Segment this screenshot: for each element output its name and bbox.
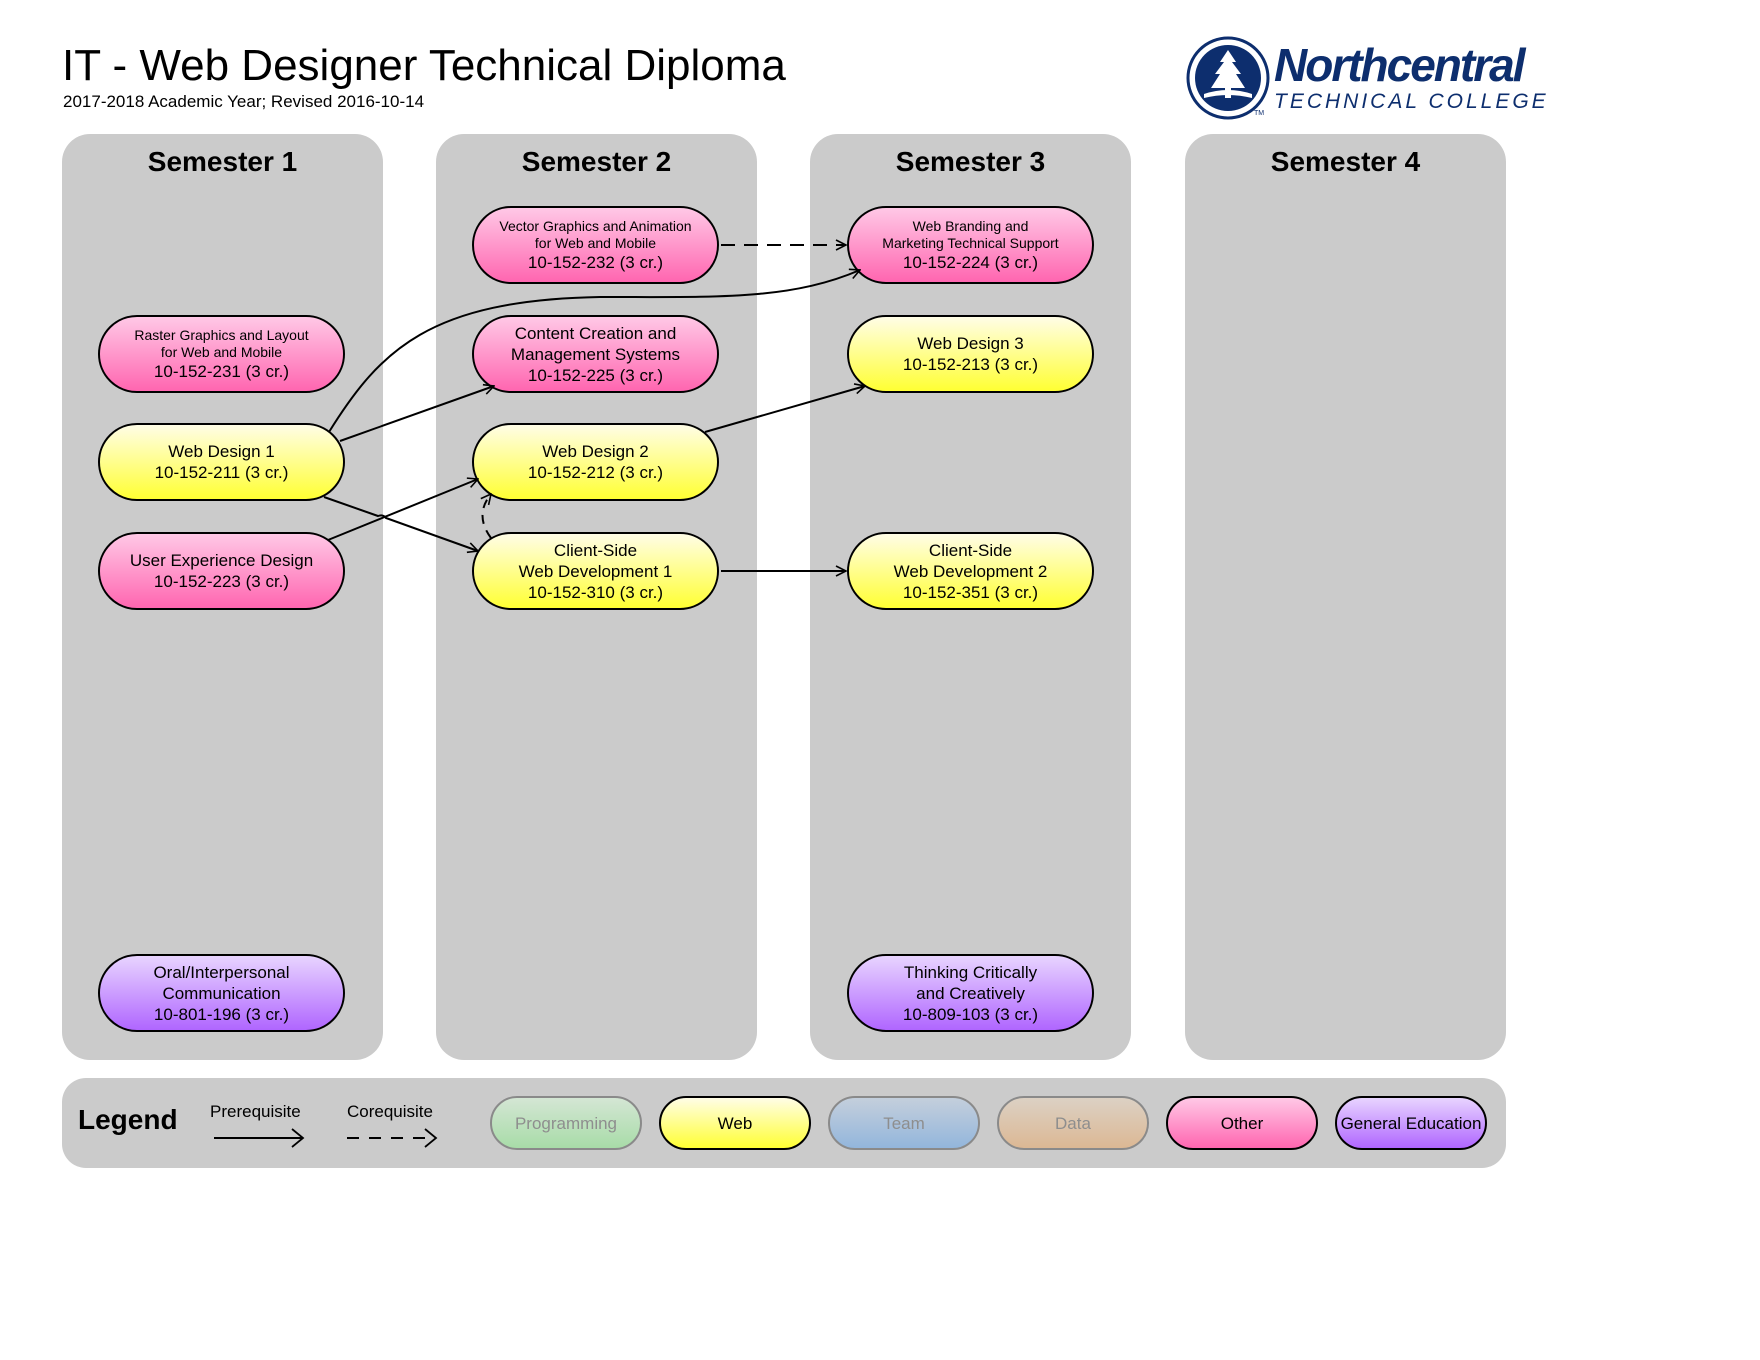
legend-category-web: Web bbox=[659, 1096, 811, 1150]
course-web-design-3[interactable]: Web Design 3 10-152-213 (3 cr.) bbox=[847, 315, 1094, 393]
logo-tagline: TECHNICAL COLLEGE bbox=[1274, 90, 1549, 113]
course-code: 10-152-225 (3 cr.) bbox=[527, 365, 664, 385]
course-code: 10-152-224 (3 cr.) bbox=[902, 252, 1039, 272]
course-oral-interpersonal-communication[interactable]: Oral/Interpersonal Communication 10-801-… bbox=[98, 954, 345, 1032]
legend-prerequisite-label: Prerequisite bbox=[210, 1102, 301, 1121]
course-client-side-web-development-1[interactable]: Client-Side Web Development 1 10-152-310… bbox=[472, 532, 719, 610]
course-name: Content Creation and bbox=[514, 323, 677, 343]
course-code: 10-152-212 (3 cr.) bbox=[527, 463, 664, 482]
course-name: User Experience Design bbox=[129, 551, 314, 570]
prerequisite-arrow-icon bbox=[214, 1128, 305, 1148]
course-name: Web Development 2 bbox=[893, 561, 1048, 581]
legend-category-team: Team bbox=[828, 1096, 980, 1150]
course-name: for Web and Mobile bbox=[534, 234, 657, 251]
legend-category-data: Data bbox=[997, 1096, 1149, 1150]
page-subtitle: 2017-2018 Academic Year; Revised 2016-10… bbox=[63, 92, 425, 111]
course-name: Marketing Technical Support bbox=[882, 234, 1059, 251]
course-thinking-critically[interactable]: Thinking Critically and Creatively 10-80… bbox=[847, 954, 1094, 1032]
legend-category-programming: Programming bbox=[490, 1096, 642, 1150]
logo-name: Northcentral bbox=[1274, 39, 1525, 91]
logo-trademark: TM bbox=[1254, 110, 1265, 117]
course-name: Client-Side bbox=[553, 540, 638, 560]
course-name: for Web and Mobile bbox=[160, 343, 283, 360]
course-web-design-2[interactable]: Web Design 2 10-152-212 (3 cr.) bbox=[472, 423, 719, 501]
semester-title: Semester 1 bbox=[147, 146, 298, 177]
course-code: 10-152-232 (3 cr.) bbox=[527, 252, 664, 272]
course-raster-graphics[interactable]: Raster Graphics and Layout for Web and M… bbox=[98, 315, 345, 393]
course-code: 10-152-231 (3 cr.) bbox=[153, 361, 290, 381]
course-name: Web Design 3 bbox=[917, 334, 1024, 353]
course-client-side-web-development-2[interactable]: Client-Side Web Development 2 10-152-351… bbox=[847, 532, 1094, 610]
legend: Legend Prerequisite Corequisite Programm… bbox=[62, 1078, 1506, 1168]
tree-emblem-icon bbox=[1186, 36, 1270, 120]
course-name: Client-Side bbox=[928, 540, 1013, 560]
course-content-creation[interactable]: Content Creation and Management Systems … bbox=[472, 315, 719, 393]
course-vector-graphics[interactable]: Vector Graphics and Animation for Web an… bbox=[472, 206, 719, 284]
course-name: Thinking Critically bbox=[903, 962, 1038, 982]
course-code: 10-152-223 (3 cr.) bbox=[153, 572, 290, 591]
legend-category-other: Other bbox=[1166, 1096, 1318, 1150]
course-name: Web Design 2 bbox=[542, 442, 649, 461]
course-user-experience-design[interactable]: User Experience Design 10-152-223 (3 cr.… bbox=[98, 532, 345, 610]
course-name: Web Design 1 bbox=[168, 442, 275, 461]
course-code: 10-152-351 (3 cr.) bbox=[902, 582, 1039, 602]
course-code: 10-152-211 (3 cr.) bbox=[154, 463, 289, 482]
course-name: and Creatively bbox=[916, 983, 1025, 1003]
course-web-branding[interactable]: Web Branding and Marketing Technical Sup… bbox=[847, 206, 1094, 284]
semester-title: Semester 3 bbox=[895, 146, 1046, 177]
course-name: Communication bbox=[162, 983, 281, 1003]
corequisite-arrow-icon bbox=[347, 1128, 438, 1148]
semester-title: Semester 4 bbox=[1270, 146, 1421, 177]
course-code: 10-801-196 (3 cr.) bbox=[153, 1004, 290, 1024]
course-name: Management Systems bbox=[510, 344, 681, 364]
course-name: Web Branding and bbox=[912, 217, 1029, 234]
course-code: 10-152-213 (3 cr.) bbox=[902, 355, 1039, 374]
page-title: IT - Web Designer Technical Diploma bbox=[62, 41, 786, 90]
semester-title: Semester 2 bbox=[521, 146, 672, 177]
course-name: Oral/Interpersonal bbox=[153, 962, 290, 982]
legend-corequisite-label: Corequisite bbox=[347, 1102, 433, 1121]
course-web-design-1[interactable]: Web Design 1 10-152-211 (3 cr.) bbox=[98, 423, 345, 501]
course-name: Vector Graphics and Animation bbox=[499, 217, 692, 234]
college-logo: Northcentral TECHNICAL COLLEGE TM bbox=[1186, 34, 1546, 124]
course-code: 10-152-310 (3 cr.) bbox=[527, 582, 664, 602]
course-name: Web Development 1 bbox=[518, 561, 673, 581]
course-name: Raster Graphics and Layout bbox=[134, 326, 309, 343]
semester-4-column: Semester 4 bbox=[1185, 134, 1506, 1060]
legend-category-general-education: General Education bbox=[1335, 1096, 1487, 1150]
legend-title: Legend bbox=[78, 1104, 178, 1135]
course-code: 10-809-103 (3 cr.) bbox=[902, 1004, 1039, 1024]
